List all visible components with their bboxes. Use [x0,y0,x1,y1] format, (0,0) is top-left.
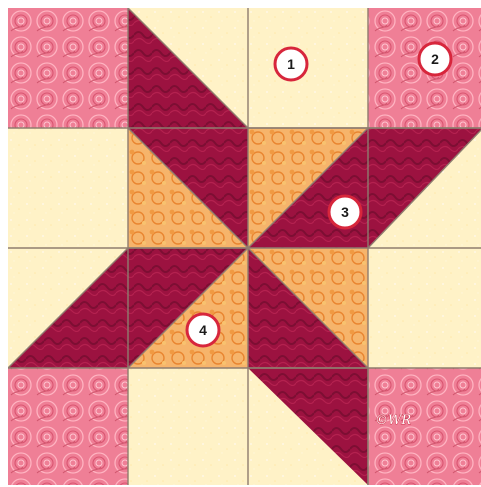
patch-top-left-rose [8,8,128,128]
marker-1-label: 1 [287,56,295,72]
marker-3-label: 3 [341,204,349,220]
marker-4-label: 4 [199,322,207,338]
patch-right-lower [368,248,481,368]
marker-1: 1 [275,48,307,80]
patch-bottom-left-rose [8,368,128,485]
patch-bottom-center-left [128,368,248,485]
patch-left-upper [8,128,128,248]
marker-2: 2 [419,43,451,75]
marker-2-label: 2 [431,51,439,67]
quilt-image: 1 2 3 4 ©WR [8,8,481,485]
quilt-frame: 1 2 3 4 ©WR [8,8,481,485]
marker-3: 3 [329,196,361,228]
signature-mark: ©WR [375,413,411,428]
marker-4: 4 [187,314,219,346]
